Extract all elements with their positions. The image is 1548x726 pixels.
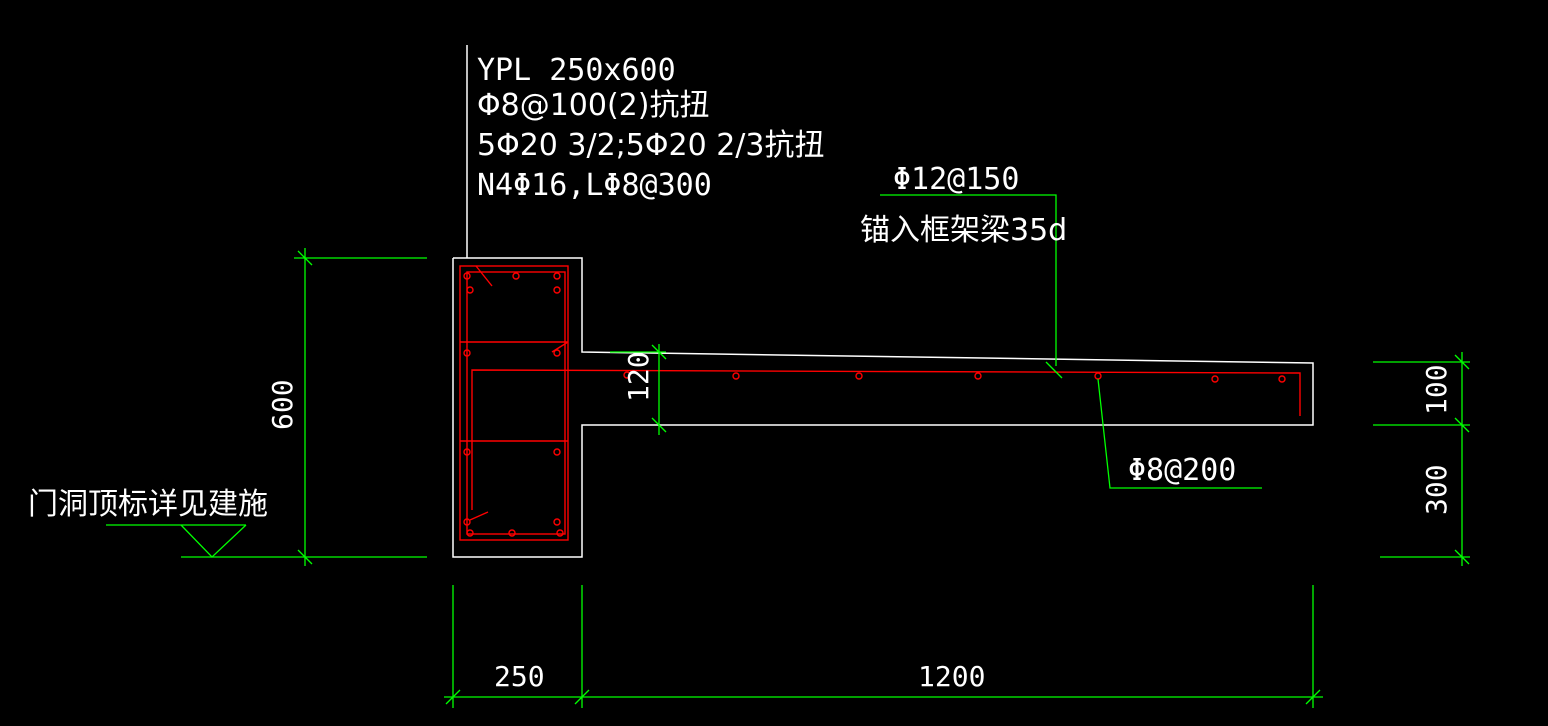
stirrup-hook-bottom — [469, 511, 489, 521]
bottom-rebar-spec: Φ8@200 — [1128, 453, 1236, 488]
callout-line-2: Φ8@100(2)抗扭 — [477, 88, 709, 123]
slab-distribution-bars — [623, 371, 1286, 383]
rebar-dot — [732, 372, 740, 380]
callout-line-4: N4Φ16,LΦ8@300 — [477, 168, 712, 203]
dim-label-600: 600 — [266, 379, 299, 430]
rebar-dot — [553, 272, 561, 280]
top-rebar-spec: Φ12@150 — [893, 162, 1019, 197]
rebar-dot — [556, 529, 564, 537]
dim-tick — [1454, 354, 1470, 370]
dim-tick — [651, 417, 667, 433]
slab-top-bar — [471, 369, 1301, 510]
rebar-dot — [553, 349, 561, 357]
rebar-dot — [974, 372, 982, 380]
rebar-dot — [1094, 372, 1102, 380]
rebar-dot — [463, 448, 471, 456]
dim-tick — [297, 549, 313, 565]
top-rebar-leader — [880, 194, 1057, 366]
dim-tick — [1454, 549, 1470, 565]
rebar-dot — [553, 518, 561, 526]
dim-label-1200: 1200 — [918, 660, 985, 693]
dim-label-250: 250 — [494, 660, 545, 693]
dim-tick — [651, 344, 667, 360]
rebar-dot — [463, 518, 471, 526]
callout-text: YPL 250x600 Φ8@100(2)抗扭 5Φ20 3/2;5Φ20 2/… — [477, 53, 825, 203]
beam-longitudinal-bars — [463, 272, 564, 537]
rebar-group — [459, 265, 1301, 541]
rebar-dot — [463, 272, 471, 280]
rebar-dot — [1278, 375, 1286, 383]
dim-tick — [1454, 417, 1470, 433]
dim-label-100: 100 — [1420, 364, 1453, 415]
concrete-outline — [452, 45, 1314, 558]
dim-tick — [445, 689, 461, 705]
callout-line-3: 5Φ20 3/2;5Φ20 2/3抗扭 — [477, 128, 825, 163]
leader-tick — [1045, 361, 1063, 379]
beam-slab-outline — [452, 257, 1314, 558]
dim-label-300: 300 — [1420, 464, 1453, 515]
rebar-dot — [623, 371, 631, 379]
elevation-triangle — [180, 524, 247, 558]
rebar-dot — [508, 529, 516, 537]
rebar-dot — [463, 349, 471, 357]
rebar-dot — [855, 372, 863, 380]
bottom-rebar-leader — [1097, 378, 1262, 489]
inner-stirrup — [466, 271, 566, 535]
dim-label-120: 120 — [622, 351, 655, 402]
rebar-dot — [512, 272, 520, 280]
dim-tick — [297, 250, 313, 266]
elevation-note: 门洞顶标详见建施 — [28, 487, 268, 522]
rebar-dot — [466, 286, 474, 294]
rebar-dot — [466, 529, 474, 537]
outer-stirrup — [459, 265, 569, 541]
dim-tick — [1305, 689, 1321, 705]
rebar-dot — [1211, 375, 1219, 383]
dim-tick — [574, 689, 590, 705]
dimension-group — [106, 194, 1470, 708]
rebar-dot — [553, 286, 561, 294]
callout-line-1: YPL 250x600 — [477, 53, 676, 88]
stirrup-hook-top — [475, 265, 493, 287]
top-rebar-note: 锚入框架梁35d — [860, 213, 1067, 248]
rebar-dot — [553, 448, 561, 456]
